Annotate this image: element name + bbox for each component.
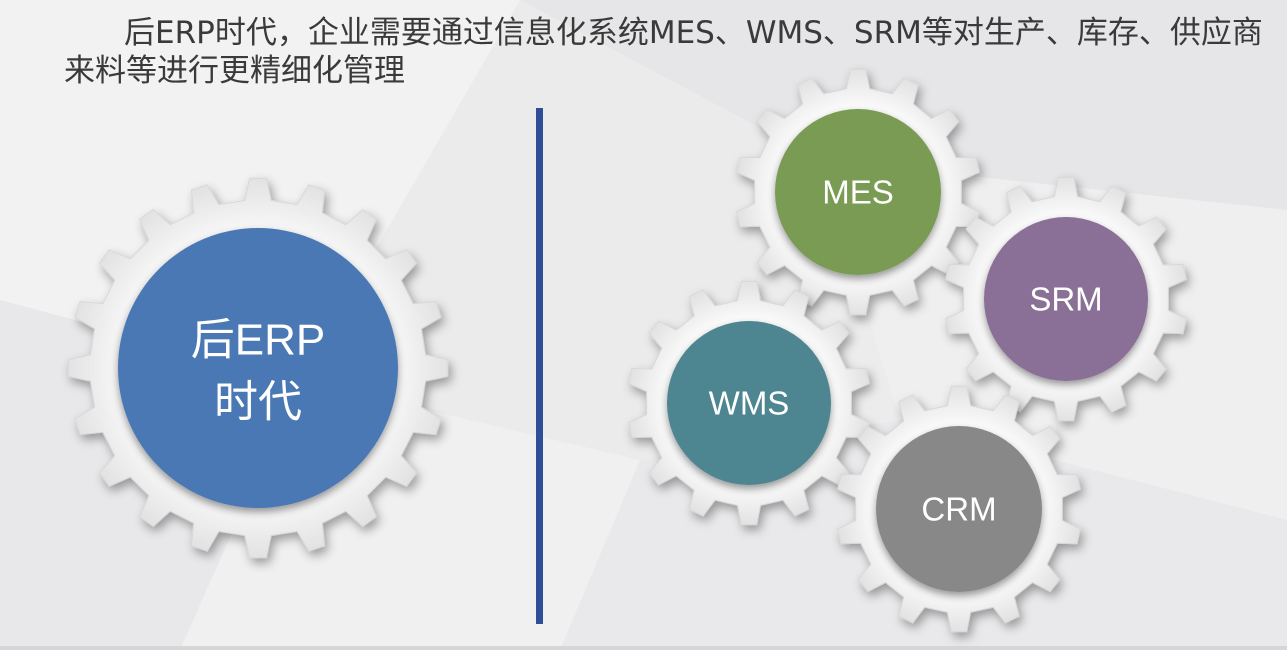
divider-line (536, 108, 543, 624)
srm-gear: SRM (945, 176, 1187, 422)
crm-gear: CRM (837, 385, 1081, 633)
wms-gear: WMS (628, 280, 870, 526)
mes-gear-hub (775, 109, 941, 275)
wms-gear-hub (667, 321, 831, 485)
center-gear-label-line2: 时代 (214, 378, 302, 427)
center-gear-label-line1: 后ERP (191, 316, 325, 365)
center-gear-hub (118, 228, 398, 508)
crm-gear-label: CRM (921, 491, 996, 528)
mes-gear: MES (736, 68, 980, 316)
mes-gear-label: MES (822, 174, 894, 211)
headline: 后ERP时代，企业需要通过信息化系统MES、WMS、SRM等对生产、库存、供应商… (64, 15, 1263, 89)
srm-gear-label: SRM (1029, 281, 1102, 318)
crm-gear-hub (876, 426, 1042, 592)
srm-gear-hub (984, 217, 1148, 381)
center-gear: 后ERP 时代 (67, 177, 449, 559)
wms-gear-label: WMS (709, 385, 790, 422)
